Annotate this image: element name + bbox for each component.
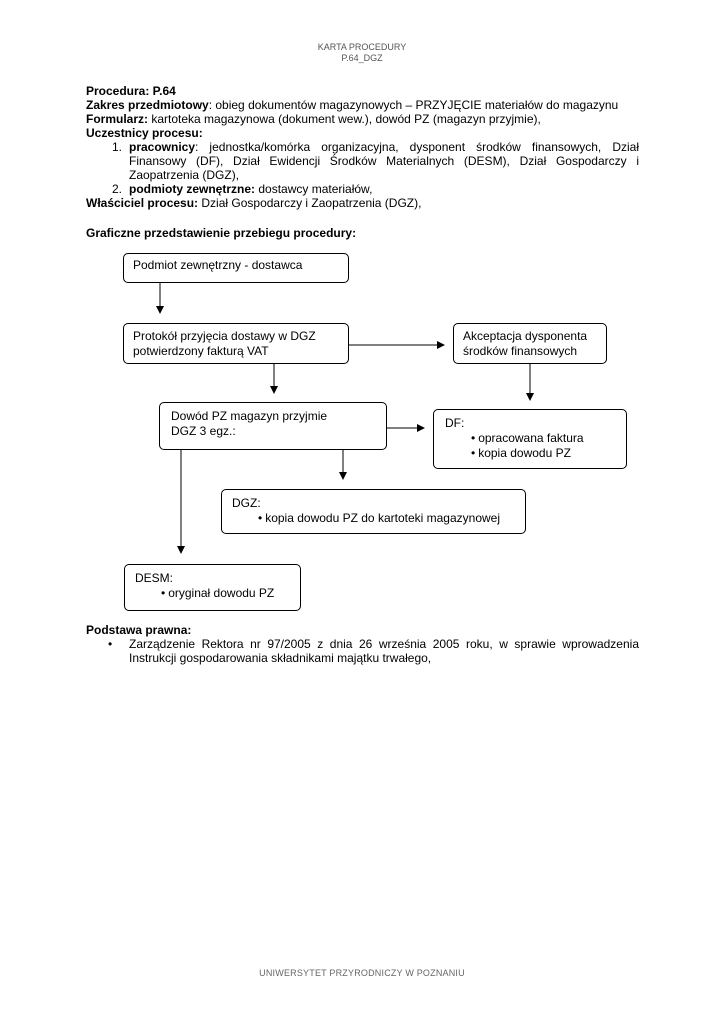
form-line: Formularz: kartoteka magazynowa (dokumen… (86, 112, 639, 126)
box-acceptance-line2: środków finansowych (463, 344, 578, 358)
box-pz-document: Dowód PZ magazyn przyjmie DGZ 3 egz.: (159, 402, 387, 450)
workers-label: pracownicy (129, 140, 196, 154)
box-desm-title: DESM: (135, 571, 174, 585)
legal-item-line2: Instrukcji gospodarowania składnikami ma… (129, 651, 432, 665)
box-dgz: DGZ: kopia dowodu PZ do kartoteki magazy… (221, 489, 526, 534)
box-protocol: Protokół przyjęcia dostawy w DGZ potwier… (123, 323, 349, 364)
bullet-icon: • (108, 637, 113, 651)
participants-label: Uczestnicy procesu: (86, 126, 203, 140)
owner-line: Właściciel procesu: Dział Gospodarczy i … (86, 196, 639, 210)
participants-item-1: 1. pracownicy: jednostka/komórka organiz… (86, 140, 639, 182)
legal-heading: Podstawa prawna: (86, 623, 192, 637)
form-label: Formularz: (86, 112, 149, 126)
external-label: podmioty zewnętrzne: (129, 182, 256, 196)
box-df-bullet: kopia dowodu PZ (445, 446, 615, 461)
box-pz-line2: DGZ 3 egz.: (171, 424, 236, 438)
workers-line3: Zaopatrzenia (DGZ), (129, 168, 240, 182)
participants-item-2: 2. podmioty zewnętrzne: dostawcy materia… (86, 182, 639, 196)
box-dgz-bullet: kopia dowodu PZ do kartoteki magazynowej (232, 511, 515, 526)
legal-section: Podstawa prawna: • Zarządzenie Rektora n… (86, 623, 639, 665)
box-acceptance: Akceptacja dysponenta środków finansowyc… (453, 323, 607, 364)
header-code: P.64_DGZ (341, 53, 383, 63)
procedure-section: Procedura: P.64 Zakres przedmiotowy: obi… (86, 84, 639, 210)
header-title: KARTA PROCEDURY (317, 42, 407, 52)
box-df: DF: opracowana faktura kopia dowodu PZ (433, 409, 627, 469)
participants-item-1-line1: pracownicy: jednostka/komórka organizacy… (129, 140, 639, 154)
box-dgz-title: DGZ: (232, 496, 261, 510)
item-number: 1. (112, 140, 123, 154)
legal-item-line1: Zarządzenie Rektora nr 97/2005 z dnia 26… (129, 637, 639, 651)
owner-value: Dział Gospodarczy i Zaopatrzenia (DGZ), (198, 196, 422, 210)
box-df-bullet: opracowana faktura (445, 431, 615, 446)
box-supplier: Podmiot zewnętrzny - dostawca (123, 253, 349, 283)
box-df-title: DF: (445, 416, 465, 430)
scope-line: Zakres przedmiotowy: obieg dokumentów ma… (86, 98, 639, 112)
owner-label: Właściciel procesu: (86, 196, 199, 210)
box-protocol-line1: Protokół przyjęcia dostawy w DGZ (133, 329, 316, 343)
scope-value: : obieg dokumentów magazynowych – PRZYJĘ… (208, 98, 619, 112)
form-value: kartoteka magazynowa (dokument wew.), do… (148, 112, 541, 126)
box-pz-line1: Dowód PZ magazyn przyjmie (171, 409, 328, 423)
footer-university: UNIWERSYTET PRZYRODNICZY W POZNANIU (259, 968, 465, 978)
workers-line2: Finansowy (DF), Dział Ewidencji Środków … (129, 154, 639, 168)
box-desm: DESM: oryginał dowodu PZ (124, 564, 301, 611)
box-protocol-line2: potwierdzony fakturą VAT (133, 344, 269, 358)
workers-line1: : jednostka/komórka organizacyjna, dyspo… (195, 140, 639, 154)
box-acceptance-line1: Akceptacja dysponenta (463, 329, 588, 343)
item-number: 2. (112, 182, 123, 196)
procedure-number: Procedura: P.64 (86, 84, 176, 98)
scope-label: Zakres przedmiotowy (86, 98, 209, 112)
box-supplier-text: Podmiot zewnętrzny - dostawca (133, 258, 303, 272)
legal-item: • Zarządzenie Rektora nr 97/2005 z dnia … (86, 637, 639, 665)
diagram-heading: Graficzne przedstawienie przebiegu proce… (86, 226, 357, 240)
box-desm-bullet: oryginał dowodu PZ (135, 586, 290, 601)
external-value: dostawcy materiałów, (255, 182, 373, 196)
